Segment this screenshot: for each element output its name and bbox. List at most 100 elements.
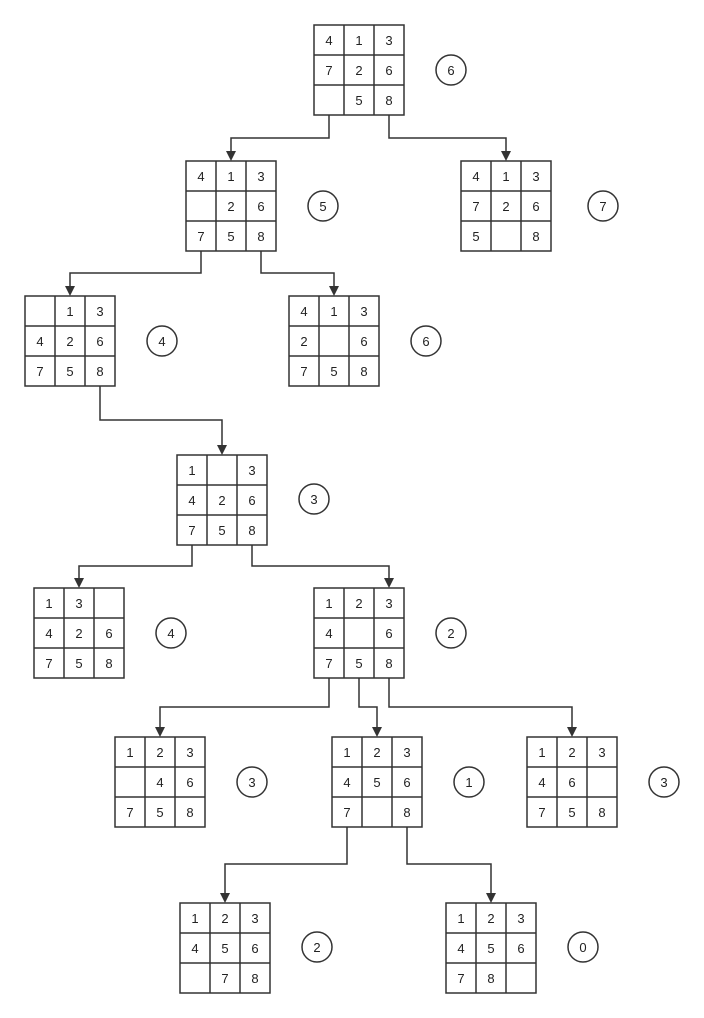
- edge-d5-mid-to-d6-right: [406, 827, 496, 903]
- board-border: [185, 160, 277, 252]
- score-value: 6: [447, 63, 454, 78]
- tile: 6: [403, 775, 410, 790]
- board-border: [33, 587, 125, 679]
- score-circle: [435, 54, 467, 86]
- board-border: [24, 295, 116, 387]
- arrowhead-icon: [74, 578, 84, 588]
- tile: 5: [568, 805, 575, 820]
- tile: 3: [251, 911, 258, 926]
- arrowhead-icon: [501, 151, 511, 161]
- score-circle: [307, 190, 339, 222]
- tile: 2: [66, 334, 73, 349]
- heuristic-score-badge: 0: [567, 931, 599, 963]
- edge-d4-right-to-d5-left: [155, 678, 330, 737]
- tile: 3: [360, 304, 367, 319]
- board-border: [313, 24, 405, 116]
- tile: 7: [538, 805, 545, 820]
- heuristic-score-badge: 1: [453, 766, 485, 798]
- arrowhead-icon: [372, 727, 382, 737]
- edge-line: [388, 678, 573, 729]
- score-circle: [146, 325, 178, 357]
- tile: 8: [403, 805, 410, 820]
- tile: 5: [156, 805, 163, 820]
- tile: 8: [385, 93, 392, 108]
- tile: 6: [248, 493, 255, 508]
- tile: 6: [568, 775, 575, 790]
- heuristic-score-badge: 3: [298, 483, 330, 515]
- arrowhead-icon: [220, 893, 230, 903]
- heuristic-score-badge: 4: [146, 325, 178, 357]
- tile: 6: [532, 199, 539, 214]
- tile: 5: [373, 775, 380, 790]
- tile: 1: [538, 745, 545, 760]
- score-circle: [155, 617, 187, 649]
- tile: 2: [502, 199, 509, 214]
- tile: 1: [227, 169, 234, 184]
- edge-line: [251, 545, 390, 580]
- tile: 5: [66, 364, 73, 379]
- tile: 2: [156, 745, 163, 760]
- heuristic-score-badge: 2: [435, 617, 467, 649]
- score-value: 0: [579, 940, 586, 955]
- tile: 4: [197, 169, 204, 184]
- score-circle: [301, 931, 333, 963]
- edge-root-to-d1-left: [226, 115, 330, 161]
- board-border: [313, 587, 405, 679]
- tile: 4: [457, 941, 464, 956]
- tile: 8: [487, 971, 494, 986]
- heuristic-score-badge: 5: [307, 190, 339, 222]
- tile: 2: [227, 199, 234, 214]
- score-value: 3: [660, 775, 667, 790]
- tile: 2: [300, 334, 307, 349]
- heuristic-score-badge: 2: [301, 931, 333, 963]
- tile: 1: [325, 596, 332, 611]
- heuristic-score-badge: 7: [587, 190, 619, 222]
- tile: 4: [191, 941, 198, 956]
- board-border: [331, 736, 423, 828]
- score-value: 4: [158, 334, 165, 349]
- tile: 1: [355, 33, 362, 48]
- score-value: 3: [310, 492, 317, 507]
- tile: 7: [457, 971, 464, 986]
- tile: 6: [96, 334, 103, 349]
- score-circle: [410, 325, 442, 357]
- tile: 4: [472, 169, 479, 184]
- score-circle: [435, 617, 467, 649]
- tile: 6: [360, 334, 367, 349]
- score-circle: [453, 766, 485, 798]
- edge-line: [406, 827, 492, 895]
- arrowhead-icon: [226, 151, 236, 161]
- tile: 8: [598, 805, 605, 820]
- tile: 4: [325, 33, 332, 48]
- edge-d5-mid-to-d6-left: [220, 827, 348, 903]
- tile: 3: [517, 911, 524, 926]
- heuristic-score-badge: 6: [435, 54, 467, 86]
- tile: 3: [598, 745, 605, 760]
- score-value: 1: [465, 775, 472, 790]
- board-border: [460, 160, 552, 252]
- score-circle: [648, 766, 680, 798]
- tile: 5: [355, 656, 362, 671]
- edge-line: [230, 115, 330, 153]
- edge-root-to-d1-right: [388, 115, 511, 161]
- tile: 3: [75, 596, 82, 611]
- tile: 8: [532, 229, 539, 244]
- tile: 1: [191, 911, 198, 926]
- tile: 5: [472, 229, 479, 244]
- arrowhead-icon: [486, 893, 496, 903]
- score-circle: [587, 190, 619, 222]
- score-value: 2: [313, 940, 320, 955]
- tile: 6: [257, 199, 264, 214]
- tile: 7: [300, 364, 307, 379]
- tile: 7: [325, 656, 332, 671]
